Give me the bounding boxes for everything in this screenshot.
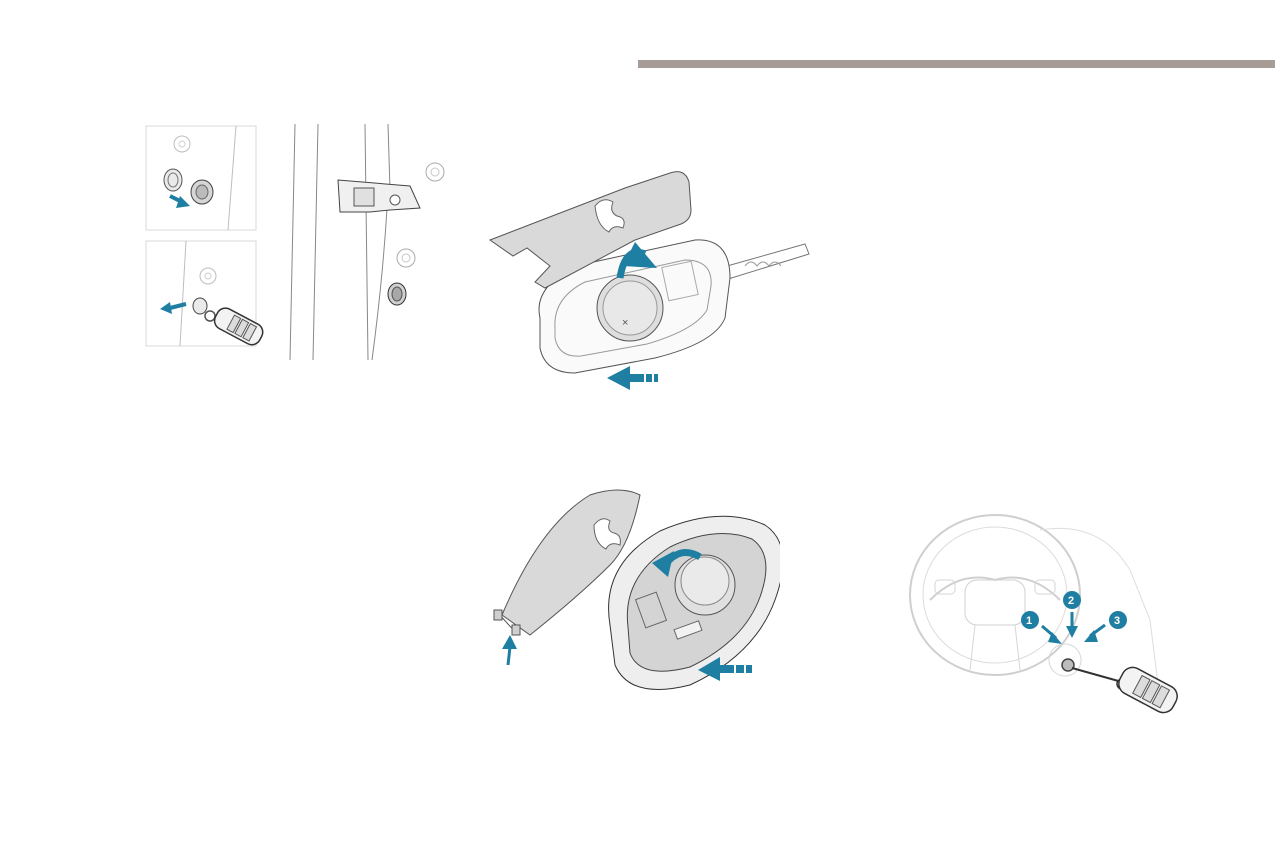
brand-lion-logo-2 xyxy=(593,518,621,550)
remote-key-body: × xyxy=(538,239,731,374)
key-blade xyxy=(719,243,810,281)
door-lock-cap-panel xyxy=(145,125,257,231)
marker-3: 3 xyxy=(1084,611,1127,642)
svg-text:×: × xyxy=(622,317,628,329)
key-fob-icon xyxy=(1071,666,1178,714)
svg-text:2: 2 xyxy=(1068,595,1074,607)
open-cover-arrow xyxy=(616,242,657,279)
door-edge-panel xyxy=(289,123,445,361)
marker-1: 1 xyxy=(1021,611,1062,644)
steering-wheel-icon xyxy=(909,514,1081,676)
brand-lion-logo xyxy=(594,199,625,233)
up-arrow xyxy=(502,635,517,666)
slide-arrow-2 xyxy=(698,657,752,681)
dashboard-outline xyxy=(1039,527,1161,701)
lift-cover-arrow xyxy=(652,549,702,577)
smart-key-body xyxy=(608,515,780,690)
slide-arrow xyxy=(607,366,658,390)
key-insertion-panel xyxy=(145,240,264,347)
door-lock-figure xyxy=(145,123,445,361)
ignition-slot xyxy=(1061,658,1075,672)
svg-text:1: 1 xyxy=(1026,615,1032,627)
smart-key-cover xyxy=(493,489,641,636)
folding-key-battery-figure: × xyxy=(488,171,810,390)
header-rule xyxy=(638,60,1275,68)
steering-column-figure: 1 2 3 xyxy=(909,514,1178,714)
battery-cover xyxy=(488,171,692,289)
marker-2: 2 xyxy=(1063,591,1081,638)
svg-text:3: 3 xyxy=(1114,615,1120,627)
smart-key-battery-figure xyxy=(493,489,780,690)
